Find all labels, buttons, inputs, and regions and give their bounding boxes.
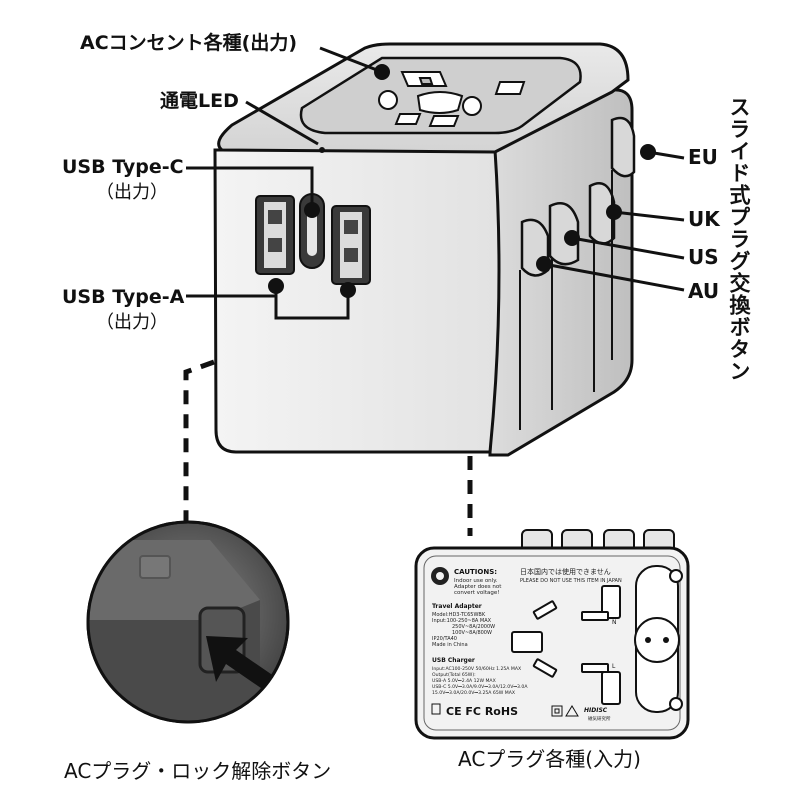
label-us: US (688, 245, 719, 269)
travel-adapter-line-3: 250V~8A/2000W (452, 624, 495, 630)
travel-adapter-line-4: 100V~8A/800W (452, 630, 492, 636)
callout-dashes (183, 359, 473, 536)
travel-adapter-line-6: Made in China (432, 642, 468, 648)
usb-a-port-right (331, 205, 371, 285)
cert-marks: CE FC RoHS (446, 705, 518, 718)
usb-charger-line-2: Output(Total 65W): (432, 672, 476, 678)
ac-outlet-holes (378, 71, 526, 127)
weee-bin-icon (431, 703, 441, 715)
cautions-line-3: convert voltage! (454, 590, 499, 596)
n-label: N (612, 619, 617, 626)
double-insulation-icon (551, 705, 563, 717)
leader-dots (268, 64, 656, 298)
label-usb-a-sub: （出力） (96, 312, 168, 333)
japan-notice-en: PLEASE DO NOT USE THIS ITEM IN JAPAN (520, 578, 622, 584)
label-uk: UK (688, 207, 720, 231)
label-ac-outlet: ACコンセント各種(出力) (80, 32, 298, 54)
usb-a-port-left (255, 195, 295, 275)
cautions-line-2: Adapter does not (454, 584, 502, 590)
japan-notice: 日本国内では使用できません (520, 567, 611, 576)
usb-charger-line-4: USB-C 5.0V⎓3.0A/9.0V⎓3.0A/12.0V⎓3.0A (432, 684, 528, 690)
travel-adapter-line-5: IP20/TA40 (432, 636, 457, 642)
label-au: AU (688, 279, 720, 303)
label-ac-plugs-input: ACプラグ各種(入力) (458, 747, 641, 771)
label-usb-a: USB Type-A (62, 286, 185, 308)
usb-charger-title: USB Charger (432, 657, 475, 664)
usb-charger-line-3: USB-A 5.0V⎓2.4A 12W MAX (432, 678, 496, 684)
l-label: L (612, 663, 616, 670)
adapter-side-panel (488, 88, 634, 457)
adapter-front-face (213, 148, 501, 454)
leader-lines (186, 46, 685, 320)
cautions-line-1: Indoor use only. (454, 578, 498, 584)
label-usb-c-sub: （出力） (96, 182, 168, 203)
travel-adapter-line-1: Model:HD3-TC65WBK (432, 612, 486, 618)
usb-charger-line-1: Input:AC100-250V 50/60Hz 1.25A MAX (432, 666, 521, 672)
label-usb-c: USB Type-C (62, 156, 184, 178)
back-panel: CAUTIONS: Indoor use only. Adapter does … (414, 529, 690, 740)
label-slide-button: スライド式プラグ交換ボタン (727, 96, 751, 382)
lock-release-zoom (86, 520, 290, 724)
power-led (319, 147, 325, 153)
brand-sub: 磁気研究所 (588, 715, 611, 722)
travel-adapter-line-2: Input:100-250~8A MAX (432, 618, 492, 624)
label-eu: EU (688, 145, 718, 169)
label-led: 通電LED (160, 90, 239, 112)
house-icon (565, 705, 579, 717)
travel-adapter-title: Travel Adapter (432, 603, 482, 610)
usb-charger-line-5: 15.0V⎓3.0A/20.0V⎓3.25A 65W MAX (432, 690, 515, 696)
label-lock-release: ACプラグ・ロック解除ボタン (64, 759, 332, 783)
slide-rails (519, 170, 613, 430)
cautions-title: CAUTIONS: (454, 568, 497, 576)
brand-logo: HIDISC (584, 707, 608, 714)
